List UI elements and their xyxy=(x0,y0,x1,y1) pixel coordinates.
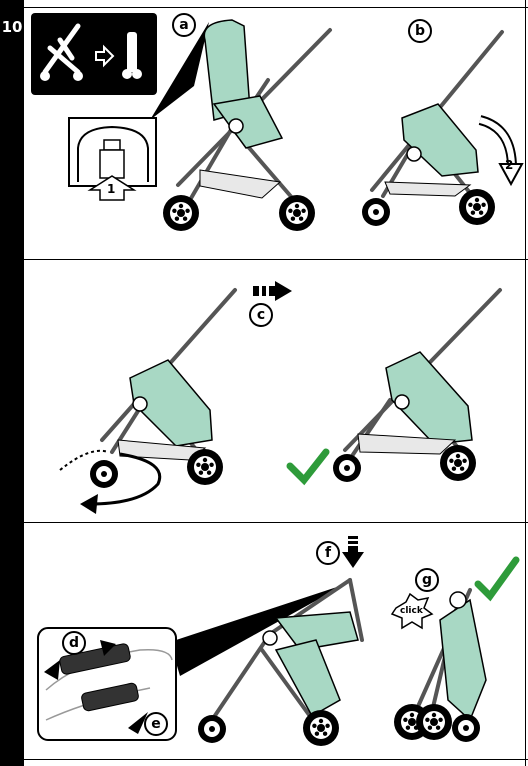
top-rule xyxy=(24,7,528,8)
stroller-g xyxy=(394,588,487,742)
arrow-down-icon xyxy=(342,536,364,568)
zoom-wedge-a xyxy=(150,22,209,120)
label-a: a xyxy=(172,13,196,37)
click-text: click xyxy=(400,606,423,616)
zoom-wedge-de xyxy=(170,584,346,676)
stroller-b xyxy=(362,30,524,226)
check-icon xyxy=(474,556,520,602)
divider-2 xyxy=(24,522,528,523)
check-icon xyxy=(286,448,330,486)
rotate-number: 2 xyxy=(505,158,514,172)
push-number: 1 xyxy=(107,182,116,196)
right-rule xyxy=(525,0,526,766)
label-f: f xyxy=(316,541,340,565)
label-c: c xyxy=(249,303,273,327)
stroller-c xyxy=(59,288,237,514)
stroller-to-folded-icon xyxy=(42,23,81,75)
stroller-c-result xyxy=(333,288,502,482)
arrow-right-icon xyxy=(253,281,292,301)
label-e: e xyxy=(144,712,168,736)
zoom-box-de xyxy=(37,627,177,741)
zoom-box-a xyxy=(68,117,157,201)
stroller-a xyxy=(163,19,332,231)
label-g: g xyxy=(415,568,439,592)
stroller-f xyxy=(198,578,364,746)
bottom-rule xyxy=(24,759,528,760)
fold-icon-box xyxy=(31,13,157,95)
click-burst xyxy=(390,592,434,630)
divider-1 xyxy=(24,259,528,260)
label-d: d xyxy=(62,631,86,655)
step-number: 10 xyxy=(1,18,23,36)
step-sidebar xyxy=(0,0,24,766)
label-b: b xyxy=(408,19,432,43)
arrow-right-icon xyxy=(95,44,115,68)
